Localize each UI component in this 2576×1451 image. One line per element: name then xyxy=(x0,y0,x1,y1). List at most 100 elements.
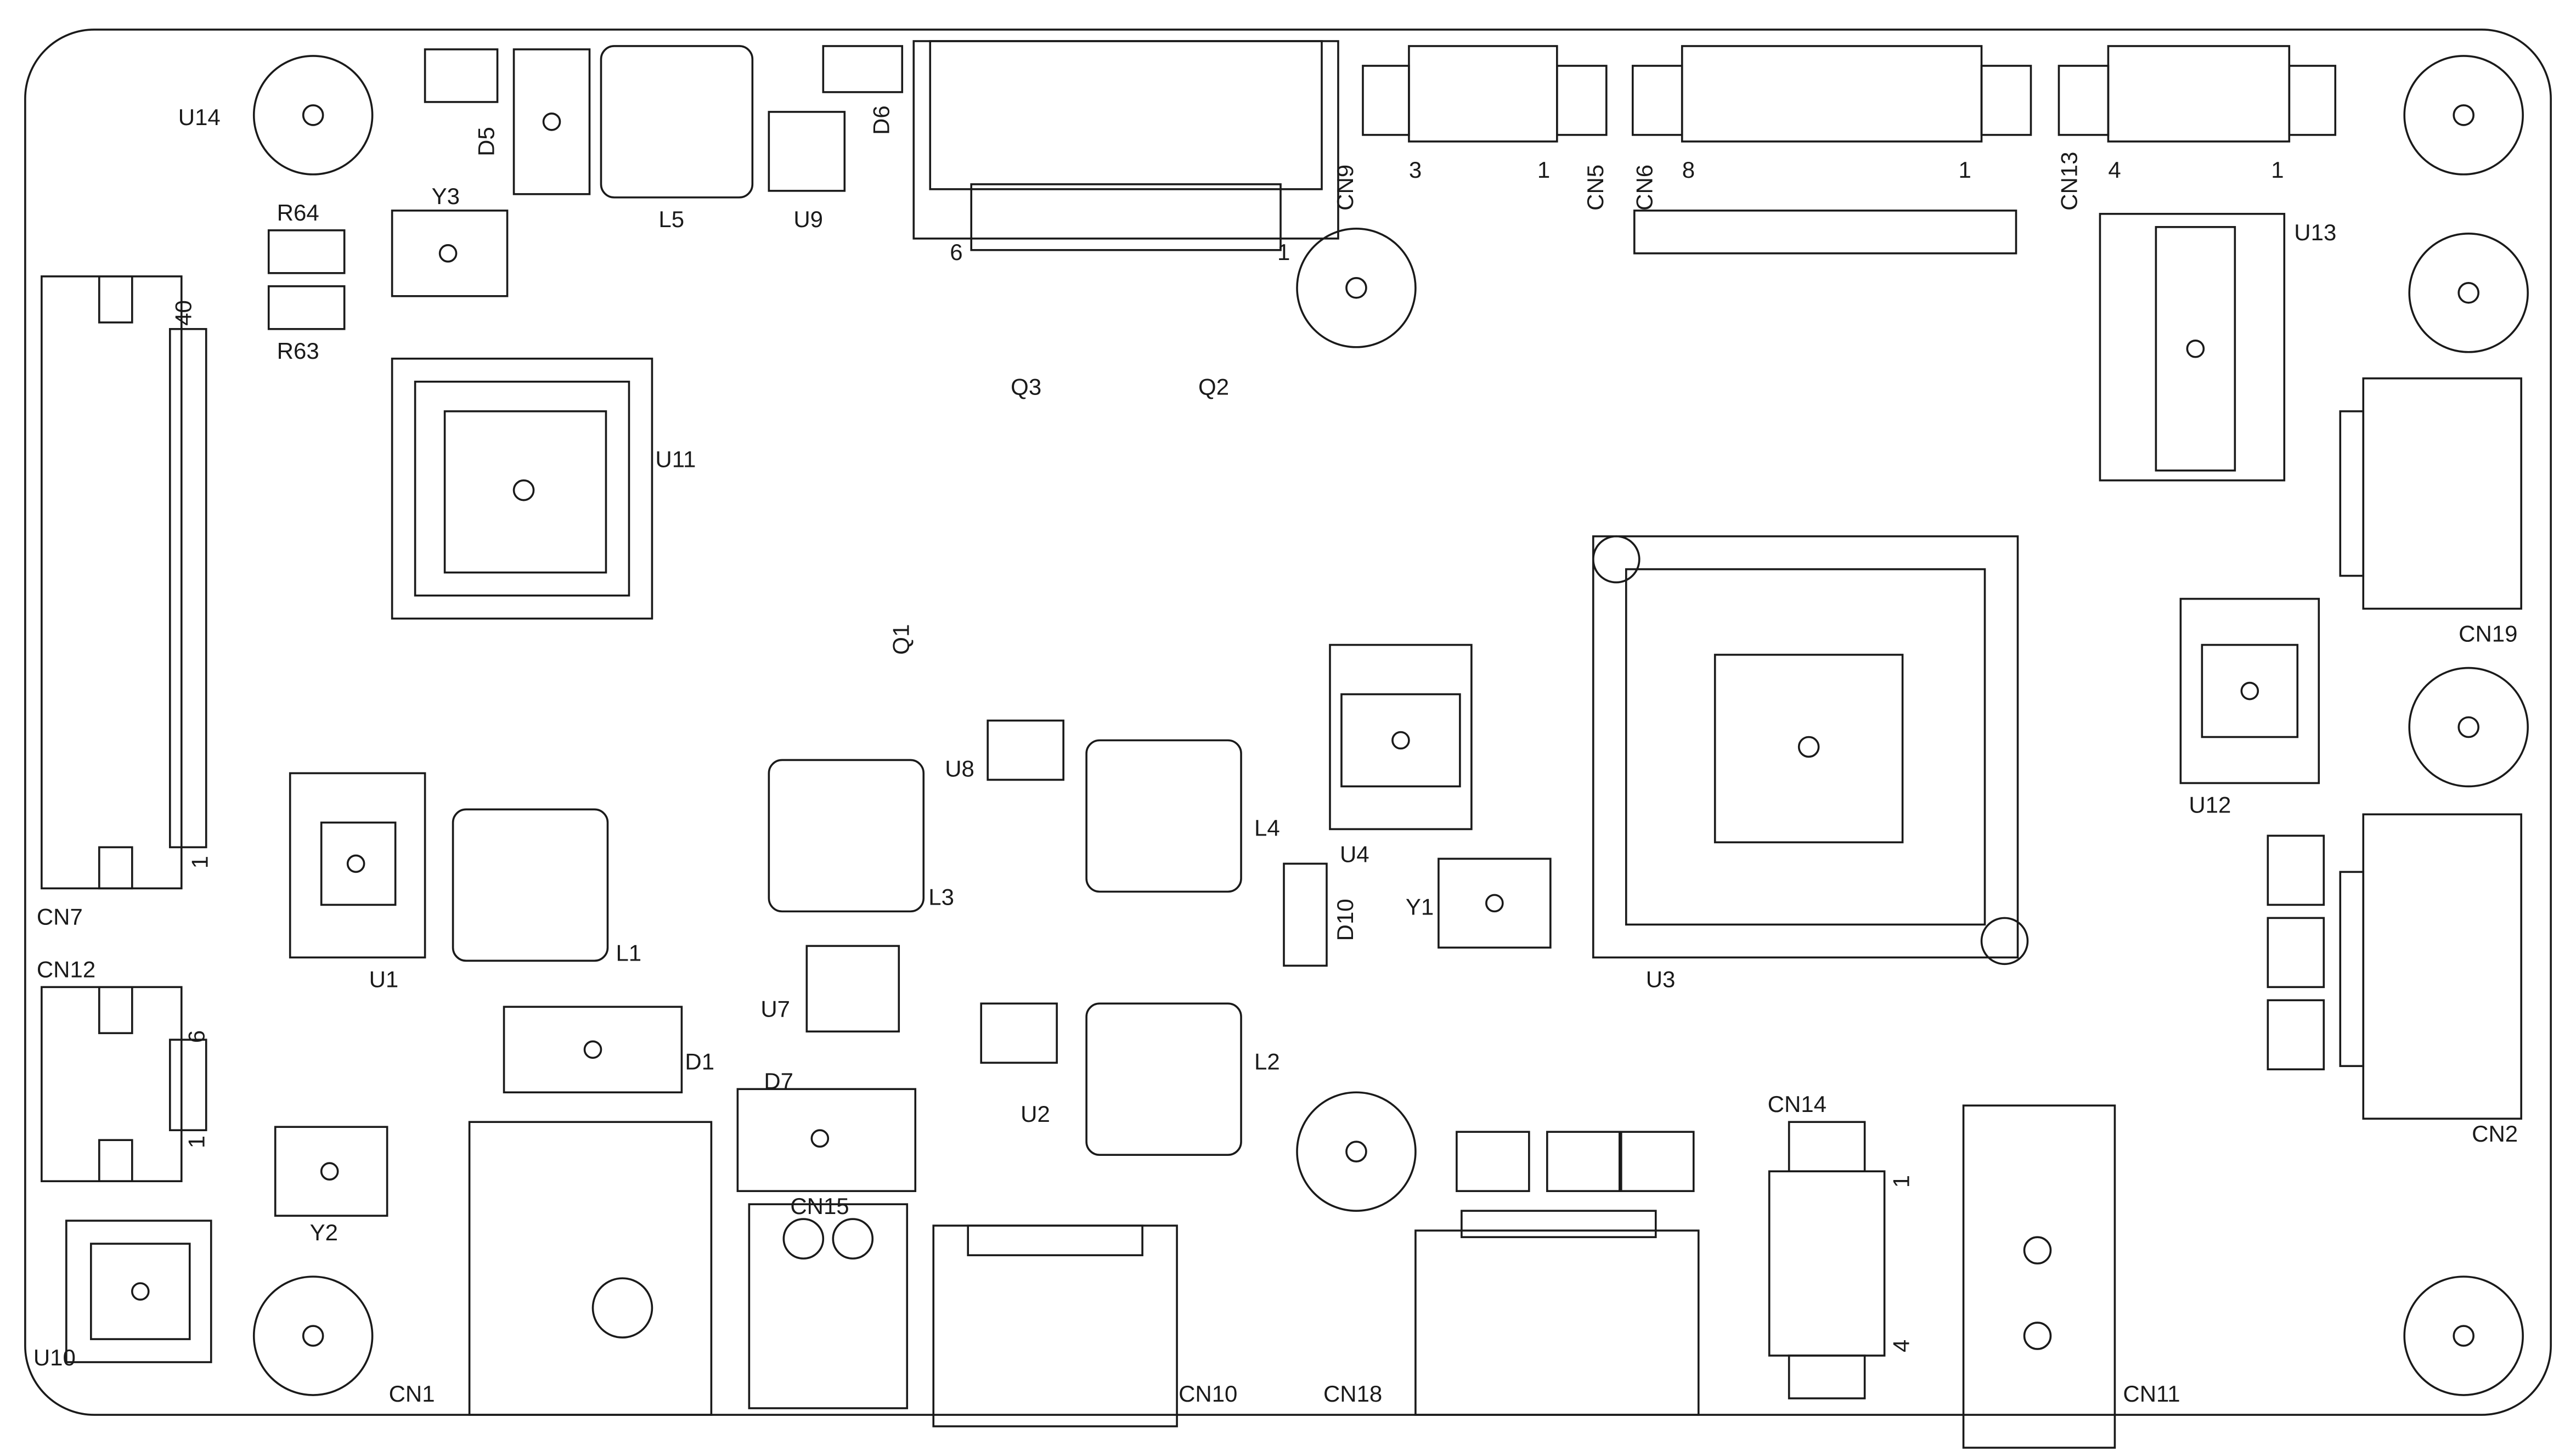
label-y1: Y1 xyxy=(1406,894,1434,919)
u12-chip xyxy=(2179,597,2320,784)
label-cn14-pin1: 1 xyxy=(1889,1175,1914,1188)
cn1-connector xyxy=(468,1121,713,1416)
silkscreen-labels: U14 D5 L5 U9 D6 CN9 6 1 3 1 CN5 CN6 8 1 … xyxy=(33,104,2518,1407)
l5-inductor xyxy=(600,45,754,199)
label-u9: U9 xyxy=(793,206,823,232)
mounting-hole-right-1 xyxy=(2408,233,2529,353)
small-components xyxy=(267,45,2325,1192)
label-cn12-pin6: 6 xyxy=(184,1030,210,1043)
label-q1: Q1 xyxy=(888,624,914,655)
u4-chip xyxy=(1329,643,1473,831)
cn19-connector xyxy=(2339,377,2522,610)
label-cn13-pin4: 4 xyxy=(2108,157,2121,183)
cn9-connector xyxy=(912,40,1339,251)
label-l5: L5 xyxy=(658,206,684,232)
label-cn12-pin1: 1 xyxy=(184,1136,210,1148)
label-cn12: CN12 xyxy=(37,956,95,982)
label-cn11: CN11 xyxy=(2123,1381,2180,1407)
mounting-hole-cn9 xyxy=(1296,228,1417,348)
label-u1: U1 xyxy=(369,966,399,992)
u1-chip xyxy=(289,772,426,959)
l4-inductor xyxy=(1085,739,1242,893)
label-cn5-pin1: 1 xyxy=(1537,157,1550,183)
label-u8: U8 xyxy=(945,755,974,781)
label-cn15: CN15 xyxy=(790,1193,849,1219)
cn12-connector xyxy=(41,986,207,1182)
d7-diode xyxy=(736,1088,917,1192)
label-cn9-pin1: 1 xyxy=(1277,239,1290,265)
label-cn2: CN2 xyxy=(2472,1121,2518,1147)
label-cn7: CN7 xyxy=(37,904,83,929)
cn15-connector xyxy=(748,1203,909,1409)
label-cn6-pin8: 8 xyxy=(1682,157,1695,183)
label-cn13-pin1: 1 xyxy=(2271,157,2284,183)
label-cn7-pin1: 1 xyxy=(187,856,213,868)
mounting-hole-bl xyxy=(252,1275,374,1396)
label-u13: U13 xyxy=(2294,219,2336,245)
u10-chip xyxy=(65,1219,212,1363)
label-y2: Y2 xyxy=(310,1219,338,1245)
label-cn6-pin1: 1 xyxy=(1959,157,1971,183)
cn13-header xyxy=(2058,45,2337,143)
label-d1: D1 xyxy=(685,1048,714,1074)
label-cn18: CN18 xyxy=(1323,1381,1382,1407)
cn5-header xyxy=(1362,45,1608,143)
cn6-pad-row xyxy=(1633,210,2017,255)
d5-diode xyxy=(512,48,591,195)
cn18-connector xyxy=(1414,1210,1700,1416)
mounting-hole-br xyxy=(2403,1275,2524,1396)
u3-chip xyxy=(1592,535,2029,966)
label-r63: R63 xyxy=(277,338,319,364)
label-cn10: CN10 xyxy=(1179,1381,1237,1407)
label-u3: U3 xyxy=(1646,966,1676,992)
label-q3: Q3 xyxy=(1011,374,1041,400)
board-outline xyxy=(24,29,2552,1416)
label-cn19: CN19 xyxy=(2459,621,2517,647)
label-r64: R64 xyxy=(277,200,319,225)
label-d5: D5 xyxy=(474,127,499,156)
l3-inductor xyxy=(768,759,925,913)
label-u12: U12 xyxy=(2189,792,2231,817)
cn2-connector xyxy=(2339,813,2522,1120)
cn7-connector xyxy=(41,275,207,890)
label-cn14-pin4: 4 xyxy=(1889,1340,1914,1352)
label-u7: U7 xyxy=(760,996,790,1021)
l2-inductor xyxy=(1085,1002,1242,1156)
label-u10: U10 xyxy=(33,1345,76,1370)
label-cn7-pin40: 40 xyxy=(171,300,196,326)
y3-crystal xyxy=(391,210,509,297)
label-u4: U4 xyxy=(1340,841,1369,867)
cn10-connector xyxy=(932,1224,1178,1427)
mounting-hole-right-2 xyxy=(2408,667,2529,788)
cn11-connector xyxy=(1962,1104,2116,1449)
d1-diode xyxy=(503,1006,683,1094)
u11-chip xyxy=(391,357,653,620)
label-cn9: CN9 xyxy=(1332,165,1358,211)
u13-chip xyxy=(2099,213,2286,482)
label-cn1: CN1 xyxy=(389,1381,435,1407)
mounting-hole-tr xyxy=(2403,55,2524,176)
label-l1: L1 xyxy=(616,940,641,966)
label-q2: Q2 xyxy=(1198,374,1229,400)
label-d7: D7 xyxy=(764,1068,793,1094)
cn14-connector xyxy=(1768,1121,1886,1399)
label-cn13: CN13 xyxy=(2056,152,2082,211)
label-cn5: CN5 xyxy=(1582,165,1608,211)
cn6-header xyxy=(1631,45,2032,143)
label-d10: D10 xyxy=(1332,899,1358,941)
mounting-hole-cn18 xyxy=(1296,1091,1417,1212)
label-y3: Y3 xyxy=(432,183,460,209)
label-cn5-pin3: 3 xyxy=(1409,157,1422,183)
label-cn6: CN6 xyxy=(1632,165,1658,211)
y1-crystal xyxy=(1438,857,1552,949)
label-l4: L4 xyxy=(1254,815,1280,840)
label-l3: L3 xyxy=(928,884,954,910)
label-u11: U11 xyxy=(655,447,696,472)
label-u2: U2 xyxy=(1021,1101,1050,1127)
l1-inductor xyxy=(452,808,609,962)
label-u14: U14 xyxy=(178,104,221,130)
label-cn14: CN14 xyxy=(1768,1091,1827,1117)
label-d6: D6 xyxy=(868,105,894,135)
label-cn9-pin6: 6 xyxy=(950,239,962,265)
